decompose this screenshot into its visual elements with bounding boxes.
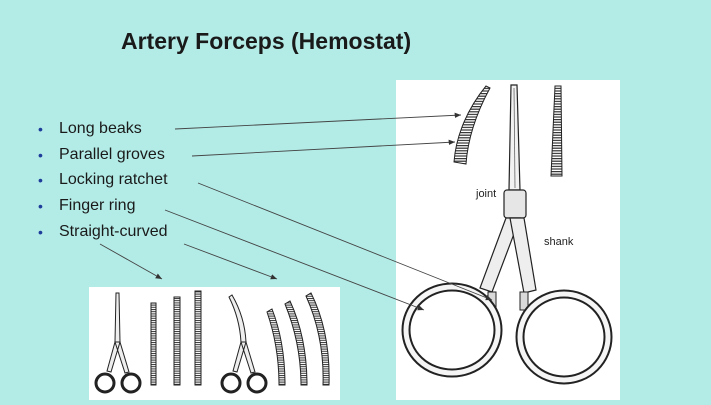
variants-drawing (94, 290, 330, 394)
arrow-straight (99, 243, 163, 280)
straight-curved-figure (89, 287, 340, 400)
forceps-drawing (401, 84, 613, 385)
bullet-icon: • (38, 172, 43, 189)
bullet-text-locking-ratchet: Locking ratchet (59, 171, 168, 189)
bullet-text-straight-curved: Straight-curved (59, 222, 168, 240)
bullet-icon: • (38, 198, 43, 215)
bullet-icon: • (38, 146, 43, 163)
bullet-text-finger-ring: Finger ring (59, 197, 136, 215)
slide-title: Artery Forceps (Hemostat) (121, 28, 412, 54)
bullet-text-long-beaks: Long beaks (59, 120, 142, 137)
bullet-icon: • (38, 121, 43, 137)
arrow-curved (183, 243, 278, 280)
joint-label: joint (476, 188, 497, 200)
forceps-figure: joint shank (396, 80, 620, 400)
bullet-icon: • (38, 223, 43, 240)
bullet-text-parallel-groves: Parallel groves (59, 145, 165, 163)
shank-label: shank (544, 236, 574, 248)
